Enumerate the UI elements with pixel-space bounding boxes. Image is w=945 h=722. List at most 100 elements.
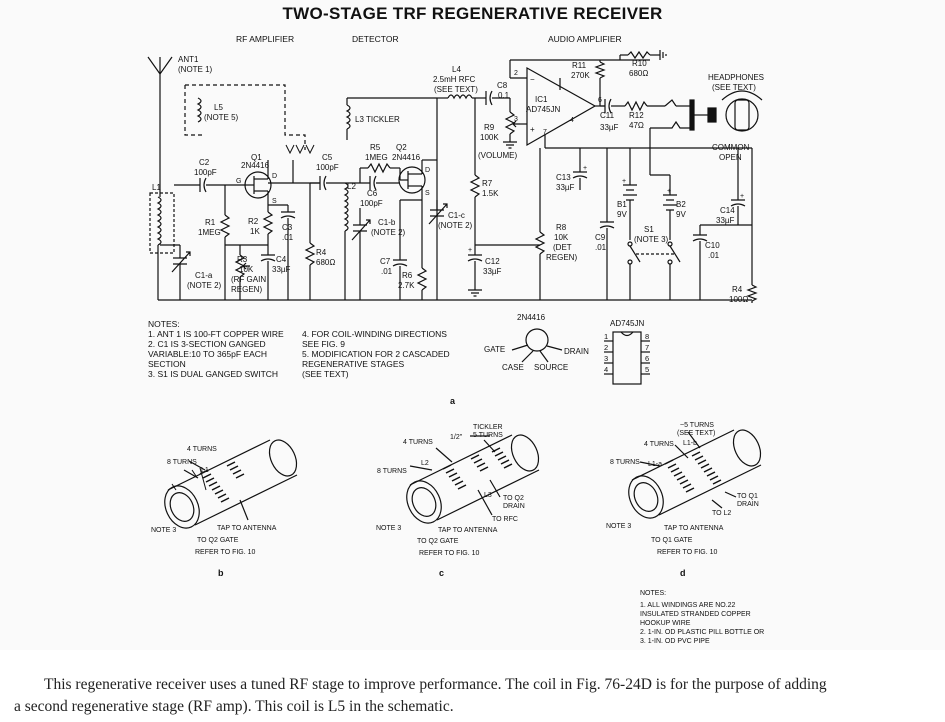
- c1b-variable-capacitor: [351, 208, 371, 300]
- fig-c-tap: TAP TO ANTENNA: [438, 527, 498, 534]
- r8-potentiometer: [534, 148, 546, 300]
- ic1-value: AD745JN: [526, 105, 560, 114]
- note-item: REGENERATIVE STAGES: [302, 359, 405, 369]
- jack-open-label: OPEN: [719, 153, 742, 162]
- c14-capacitor: [730, 148, 746, 225]
- fig-b-tap: TAP TO ANTENNA: [217, 525, 277, 532]
- coil-note-item: 2. 1-IN. OD PLASTIC PILL BOTTLE OR: [640, 629, 764, 636]
- r10-resistor: [619, 50, 667, 60]
- fig-b-8turns: 8 TURNS: [167, 459, 197, 466]
- ic-pinout-title: AD745JN: [610, 319, 644, 328]
- c3-capacitor: [268, 204, 296, 300]
- c9-label: C9: [595, 233, 606, 242]
- ic-pin-label: 7: [645, 343, 649, 352]
- caption-line-2: a second regenerative stage (RF amp). Th…: [14, 698, 454, 715]
- c4-capacitor: [260, 245, 276, 300]
- s1-switch: [627, 241, 681, 300]
- r10-value: 680Ω: [629, 69, 648, 78]
- ic1-pin3: 3: [514, 116, 518, 123]
- b1-label: B1: [617, 200, 627, 209]
- r8-value: 10K: [554, 233, 569, 242]
- r4-resistor-100: [746, 148, 758, 303]
- ic-pin-label: 3: [604, 354, 608, 363]
- q1-value: 2N4416: [241, 161, 270, 170]
- coil-figure-b: [164, 439, 298, 529]
- r6-label: R6: [402, 271, 413, 280]
- c8-capacitor: [485, 90, 510, 106]
- c3-value: .01: [282, 233, 294, 242]
- b2-label: B2: [676, 200, 686, 209]
- c12-label: C12: [485, 257, 500, 266]
- fig-c-gate: TO Q2 GATE: [417, 538, 459, 545]
- note-item: SEE FIG. 9: [302, 339, 345, 349]
- c6-label: C6: [367, 189, 378, 198]
- fig-b-ref: REFER TO FIG. 10: [195, 549, 256, 556]
- c1a-note: (NOTE 2): [187, 281, 222, 290]
- c1c-variable-capacitor: [428, 200, 448, 225]
- s1-note: (NOTE 3): [634, 235, 669, 244]
- c12-value: 33µF: [483, 267, 502, 276]
- c13-label: C13: [556, 173, 571, 182]
- fig-c-8turns: 8 TURNS: [377, 468, 407, 475]
- fig-d-to-q1: TO Q1: [737, 493, 758, 500]
- r9-note: (VOLUME): [478, 151, 517, 160]
- c14-label: C14: [720, 206, 735, 215]
- ic1-pin2: 2: [514, 70, 518, 77]
- c2-capacitor: [174, 177, 245, 193]
- c4-label: C4: [276, 255, 287, 264]
- c7-value: .01: [381, 267, 393, 276]
- c8-value: 0.1: [498, 91, 510, 100]
- fet-pinout-title: 2N4416: [517, 313, 546, 322]
- r6-resistor: [416, 200, 428, 300]
- l1-label: L1: [152, 183, 161, 192]
- note-item: 1. ANT 1 IS 100-FT COPPER WIRE: [148, 329, 284, 339]
- audio-amplifier-heading: AUDIO AMPLIFIER: [548, 34, 622, 44]
- r3-label: R3: [237, 255, 248, 264]
- l5-coil: [184, 84, 315, 155]
- fig-d-tap: TAP TO ANTENNA: [664, 525, 724, 532]
- ic-pin-label: 4: [604, 365, 608, 374]
- c11-label: C11: [600, 111, 615, 120]
- c9-value: .01: [595, 243, 607, 252]
- figure-b-letter: b: [218, 568, 224, 578]
- fet-pinout: [511, 328, 563, 363]
- fig-d-8turns: 8 TURNS: [610, 459, 640, 466]
- c10-capacitor: [692, 224, 752, 300]
- c2-label: C2: [199, 158, 210, 167]
- r2-value: 1K: [250, 227, 260, 236]
- r4-100-label: R4: [732, 285, 743, 294]
- headphones-note: (SEE TEXT): [712, 83, 756, 92]
- fig-b-4turns: 4 TURNS: [187, 446, 217, 453]
- q1-drain-pin: D: [272, 173, 277, 180]
- c8-label: C8: [497, 81, 508, 90]
- r5-label: R5: [370, 143, 381, 152]
- note-item: (SEE TEXT): [302, 369, 349, 379]
- b1-plus: +: [622, 178, 626, 185]
- fig-d-l1b: L1-b: [683, 440, 697, 447]
- ant1-note: (NOTE 1): [178, 65, 213, 74]
- note-item: 2. C1 IS 3-SECTION GANGED: [148, 339, 266, 349]
- c2-value: 100pF: [194, 168, 217, 177]
- fig-d-5turns: ~5 TURNS: [680, 422, 714, 429]
- ant1-label: ANT1: [178, 55, 199, 64]
- note-item: SECTION: [148, 359, 186, 369]
- r11-resistor: [594, 60, 606, 106]
- fig-c-l3: L3: [484, 492, 492, 499]
- fig-d-4turns: 4 TURNS: [644, 441, 674, 448]
- q2-source-pin: S: [425, 190, 430, 197]
- c10-value: .01: [708, 251, 720, 260]
- q1-gate-pin: G: [236, 178, 241, 185]
- schematic-diagram: RF AMPLIFIER DETECTOR AUDIO AMPLIFIER AN…: [147, 34, 764, 645]
- fet-gate-label: GATE: [484, 345, 505, 354]
- ic1-minus: −: [530, 75, 535, 84]
- fig-b-l1: L1: [201, 467, 209, 474]
- l3-label: L3 TICKLER: [355, 115, 400, 124]
- fig-b-note3: NOTE 3: [151, 527, 176, 534]
- headphones-label: HEADPHONES: [708, 73, 764, 82]
- ic1-pin4: 4: [570, 117, 574, 124]
- c10-label: C10: [705, 241, 720, 250]
- fig-c-tickler: TICKLER: [473, 424, 503, 431]
- coil-figure-c: [406, 434, 540, 524]
- q2-value: 2N4416: [392, 153, 421, 162]
- fig-c-to-q2: TO Q2: [503, 495, 524, 502]
